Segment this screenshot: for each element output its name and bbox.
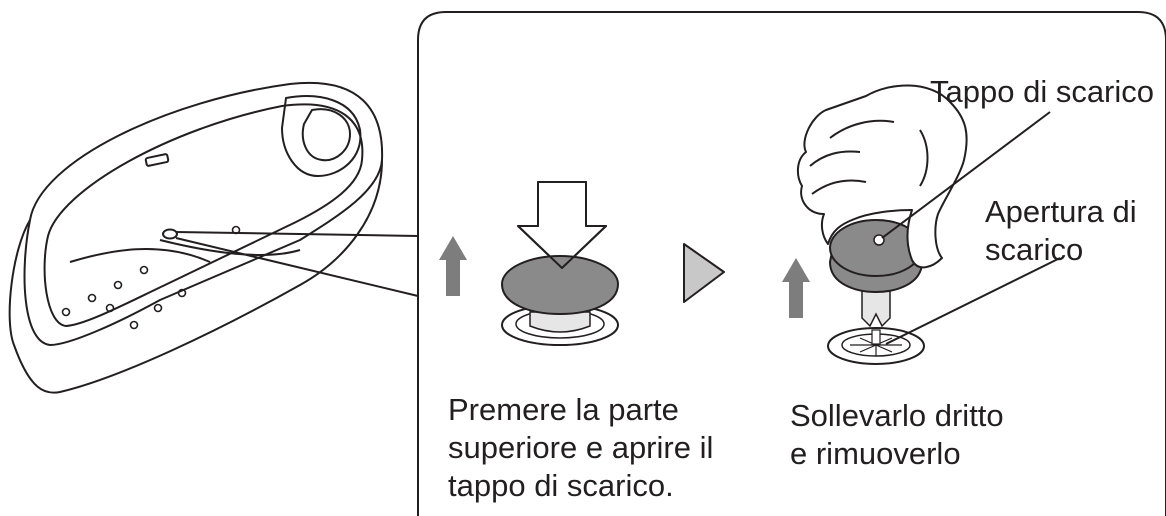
drain-plug-label: Tappo di scarico <box>930 74 1154 109</box>
zoom-callout-lines <box>175 231 419 297</box>
drain-opening-label-line-1: Apertura di <box>985 194 1137 229</box>
bathtub-drain-point <box>162 228 178 240</box>
bathtub-inner-basin <box>43 103 364 327</box>
drain-opening-leader-line <box>885 257 1061 345</box>
bathtub-headrest-inner <box>301 108 351 162</box>
drain-plug-pressed <box>500 181 620 346</box>
drain-plug-lifted <box>828 219 924 328</box>
bathtub-seat-line <box>69 248 211 263</box>
step2-caption-line-2: e rimuoverlo <box>790 436 961 471</box>
bathtub-logo-badge <box>144 153 170 167</box>
next-step-chevron-icon <box>683 243 725 303</box>
label-leader-lines <box>881 111 1061 345</box>
drain-plug-stem <box>529 311 591 333</box>
step1-caption-line-3: tappo di scarico. <box>448 468 674 503</box>
lift-up-arrow-icon-right <box>782 258 810 318</box>
drain-opening-label-line-2: scarico <box>985 232 1083 267</box>
bathtub-body-side <box>8 159 383 394</box>
step2-caption-line-1: Sollevarlo dritto <box>790 398 1004 433</box>
bathtub-headrest <box>281 95 362 177</box>
bathtub-illustration <box>8 81 384 394</box>
lift-up-arrow-icon-left <box>439 236 467 296</box>
hand-illustration <box>796 84 968 269</box>
step1-caption-line-1: Premere la parte <box>448 392 679 427</box>
step1-caption-line-2: superiore e aprire il <box>448 430 713 465</box>
bathtub-outer-rim <box>23 81 384 346</box>
bathtub-floor-line <box>159 239 301 257</box>
detail-panel-frame <box>417 11 1166 516</box>
drain-plug-leader-line <box>881 111 1051 239</box>
drain-plug-cap <box>500 254 620 316</box>
